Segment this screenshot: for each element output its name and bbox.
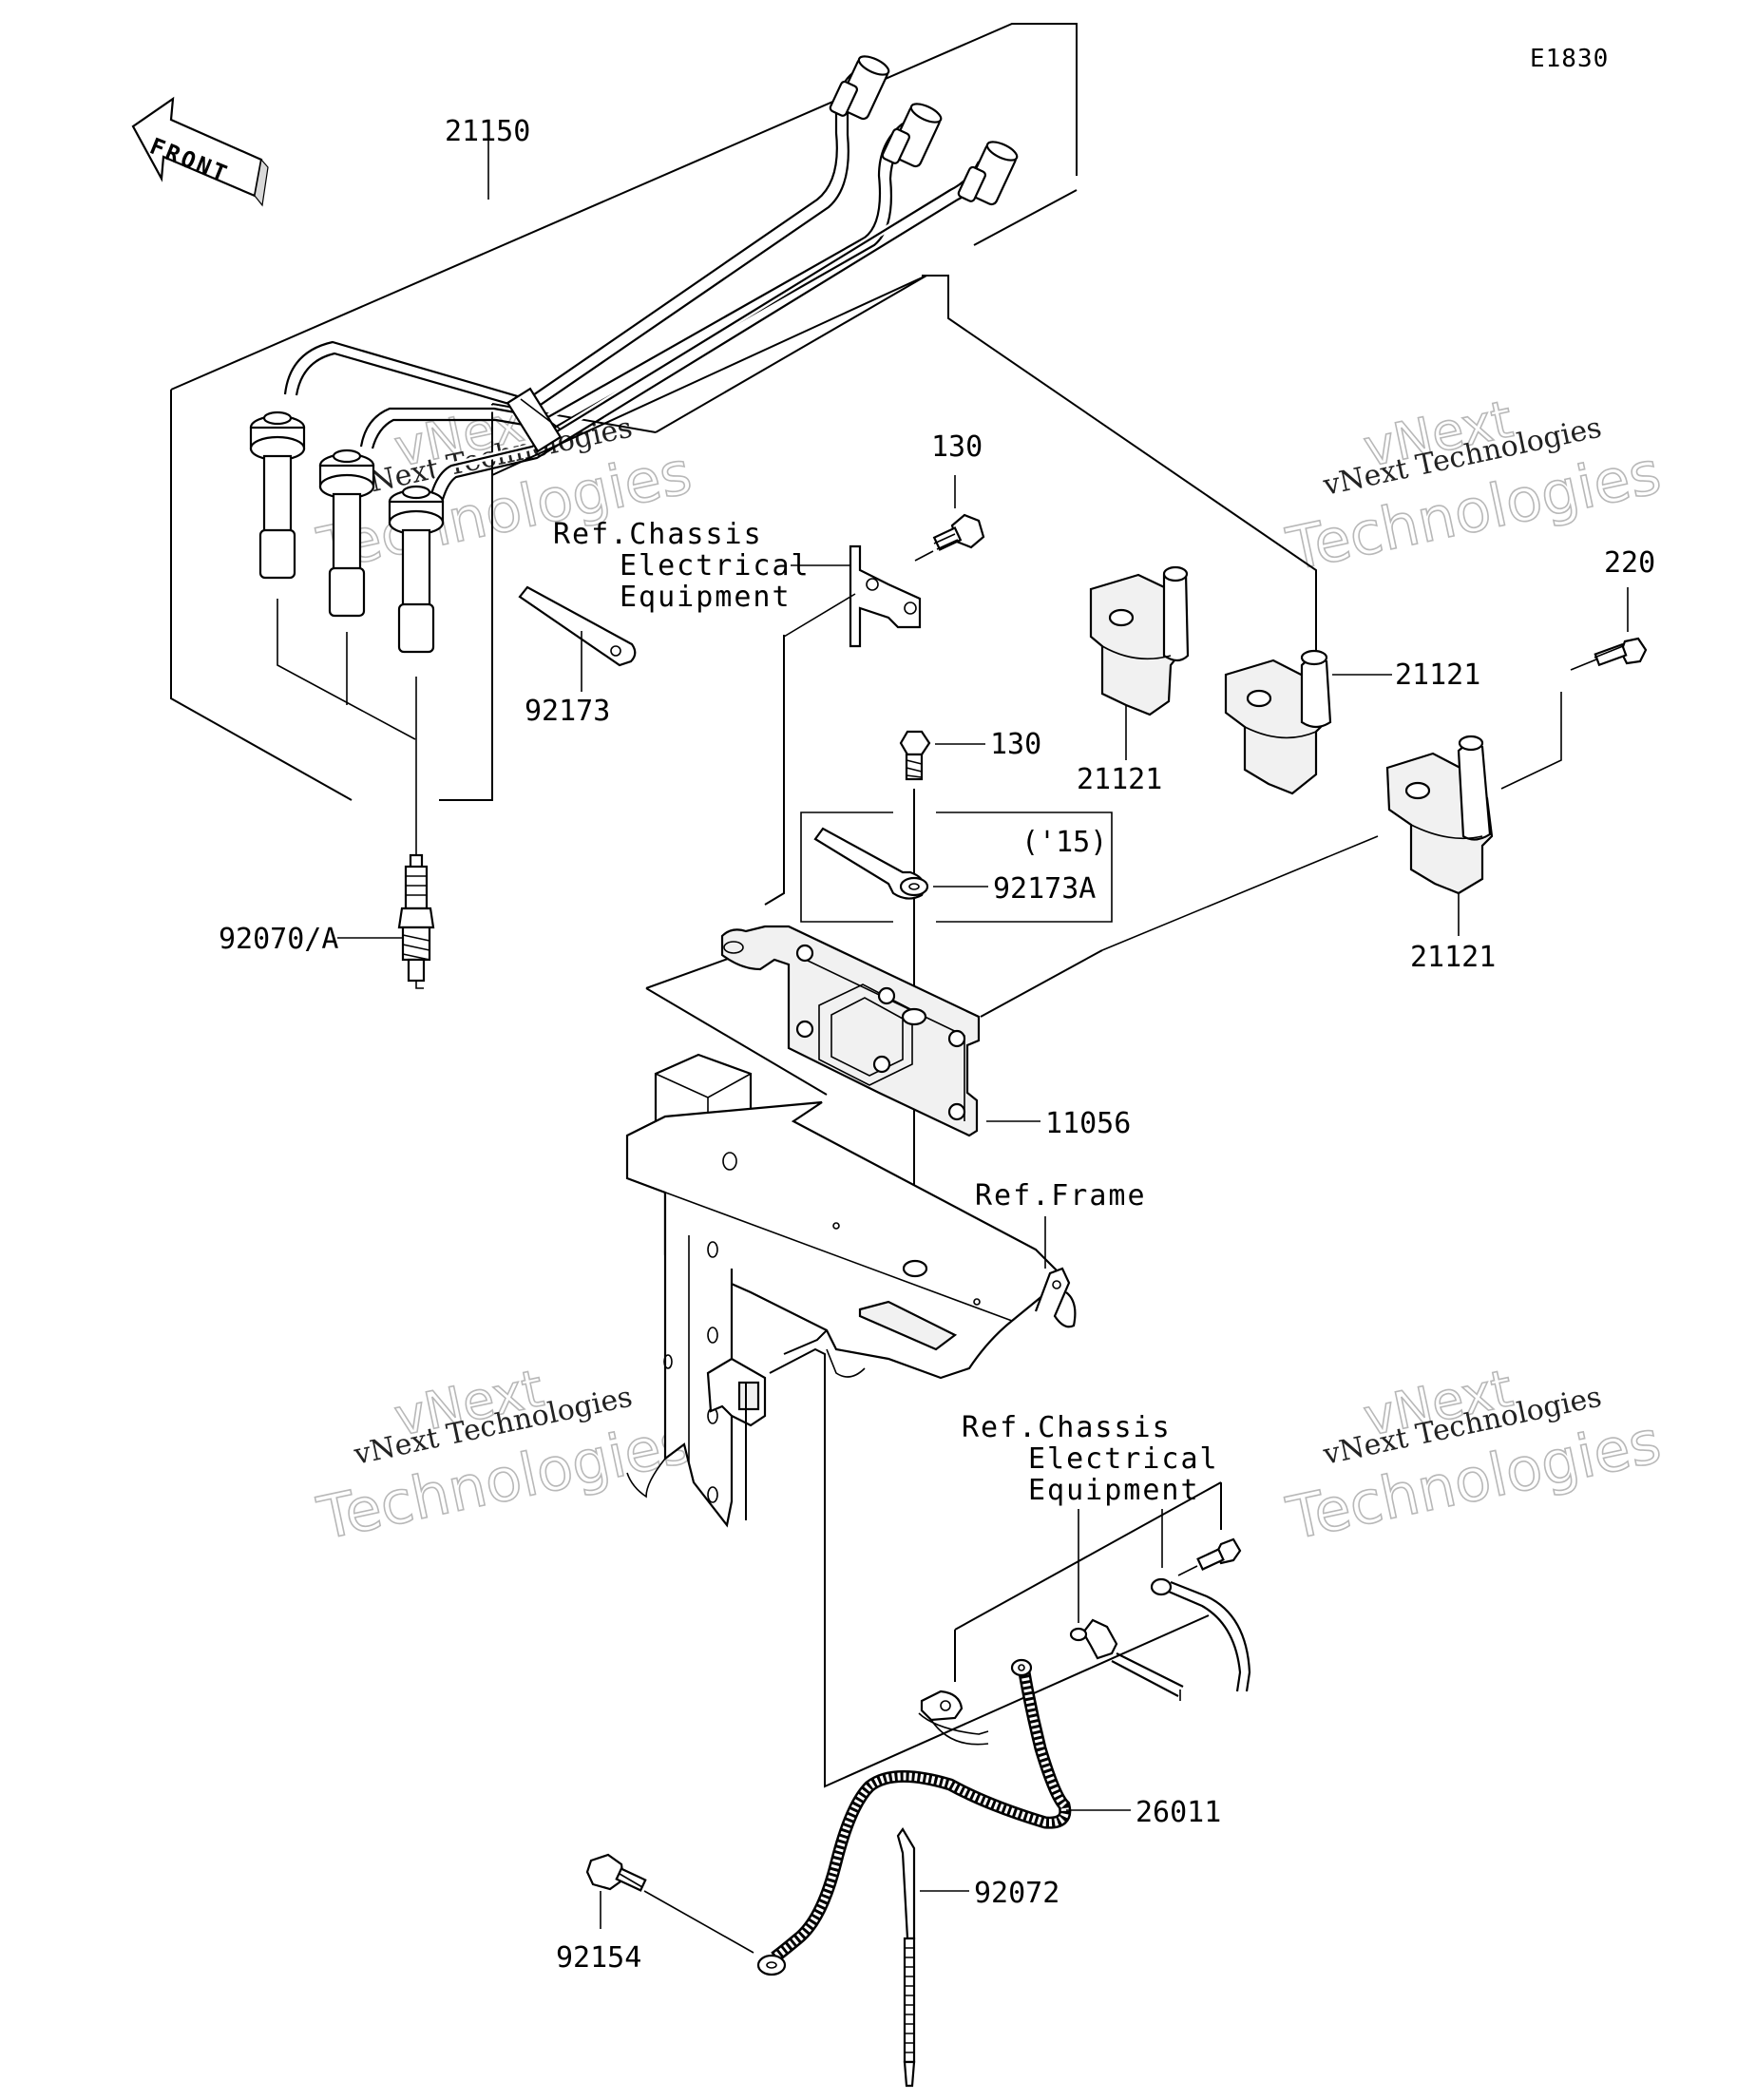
- diagram-code: E1830: [1530, 45, 1609, 73]
- label-130-mid: 130: [990, 728, 1041, 761]
- chassis-bracket: [764, 544, 922, 906]
- bolt-130-top: [914, 475, 985, 562]
- coil-group-lines: [1101, 692, 1562, 951]
- ref-chassis-bottom-line2: Electrical: [1028, 1442, 1219, 1476]
- ref-chassis-bottom-line3: Equipment: [1028, 1474, 1200, 1507]
- watermark-group-top-right: vNext vNext Technologies Technologies: [1280, 389, 1667, 585]
- front-arrow-icon: FRONT: [131, 96, 269, 207]
- frame-structure: [625, 1053, 1210, 1788]
- label-92173: 92173: [525, 695, 610, 728]
- ignition-coil-3: [1385, 735, 1494, 936]
- ref-chassis-bottom: Ref.Chassis Electrical Equipment: [962, 1411, 1219, 1623]
- bolt-92154: [585, 1853, 754, 1954]
- cable-tie: [896, 1826, 969, 2088]
- label-92070: 92070/A: [219, 923, 338, 956]
- coil-caps: [829, 55, 1019, 206]
- ignition-coil-1: [1089, 565, 1190, 760]
- label-21121-c: 21121: [1410, 941, 1496, 974]
- ref-chassis-bottom-line1: Ref.Chassis: [962, 1411, 1172, 1444]
- ref-chassis-top-line1: Ref.Chassis: [553, 518, 763, 551]
- watermark-group-bottom-left: vNext vNext Technologies Technologies: [311, 1358, 697, 1555]
- strap-92173: [518, 585, 637, 692]
- label-130-top: 130: [931, 430, 983, 464]
- ref-frame: Ref.Frame: [975, 1179, 1147, 1212]
- label-92154: 92154: [556, 1941, 641, 1975]
- ground-cable: [756, 1658, 1131, 1976]
- plug-boots: [249, 410, 445, 654]
- coil-bracket-plate: [645, 925, 1103, 1137]
- label-21121-a: 21121: [1077, 763, 1162, 796]
- label-21121-b: 21121: [1395, 659, 1480, 692]
- ignition-coil-2: [1224, 649, 1392, 795]
- label-15: ('15): [1021, 826, 1107, 859]
- chassis-ground-area: [918, 1481, 1251, 1746]
- watermark-group-bottom-right: vNext vNext Technologies Technologies: [1280, 1358, 1667, 1555]
- spark-plug: [337, 853, 435, 989]
- label-21150: 21150: [445, 115, 530, 148]
- label-220: 220: [1604, 546, 1655, 580]
- label-92072: 92072: [974, 1877, 1059, 1910]
- label-92173A: 92173A: [993, 872, 1096, 906]
- ref-chassis-top-line2: Electrical: [620, 549, 811, 582]
- bolt-220: [1570, 587, 1648, 671]
- ref-chassis-top: Ref.Chassis Electrical Equipment: [553, 518, 860, 614]
- plug-leaders: [277, 599, 417, 860]
- ref-chassis-top-line3: Equipment: [620, 581, 792, 614]
- label-26011: 26011: [1136, 1796, 1221, 1829]
- label-11056: 11056: [1045, 1107, 1131, 1140]
- bolt-130-mid: [899, 730, 985, 879]
